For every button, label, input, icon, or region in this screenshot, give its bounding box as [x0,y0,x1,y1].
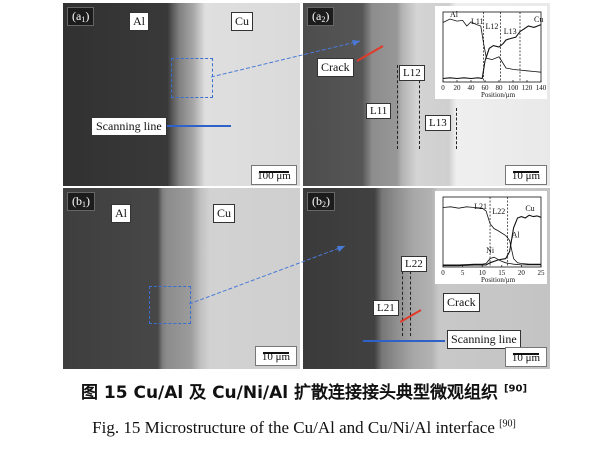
series-line-al [442,206,541,265]
label-cu-b1: Cu [213,204,236,223]
label-scanning-line: Scanning line [91,117,167,136]
panel-a1-micrograph: (a1) Al Cu Scanning line 100 μm [63,3,300,186]
scale-bar-a1: 100 μm [251,165,297,185]
x-tick-label: 0 [441,269,445,277]
layer-line-3 [456,108,457,149]
plot-frame [442,196,542,268]
x-tick-label: 60 [482,84,490,92]
x-tick-label: 10 [479,269,487,277]
label-l21: L21 [373,300,399,316]
series-line-cu [443,214,542,267]
x-tick-label: 40 [468,84,476,92]
x-axis-label: Position/μm [481,91,516,99]
region-label-l22: L22 [492,207,505,216]
crack-arrow [356,45,384,62]
x-tick-label: 25 [538,269,546,277]
x-tick-label: 20 [454,84,462,92]
series-line-cu [442,24,542,80]
label-crack-b2: Crack [443,293,480,312]
zoom-box-b1 [149,286,191,324]
zoom-box [171,58,213,98]
label-cu: Cu [231,12,254,31]
x-axis-label: Position/μm [481,276,516,284]
label-scanning-line-b2: Scanning line [447,330,521,349]
series-label-cu: Cu [534,15,543,24]
scanning-line [151,125,231,127]
region-label-l13: L13 [504,27,517,36]
x-tick-label: 140 [536,84,547,92]
x-tick-label: 15 [498,269,506,277]
panel-b2-micrograph: (b2) L22 L21 Crack Scanning line 10 μm L… [303,188,550,369]
label-l12: L12 [399,65,425,81]
x-tick-label: 5 [461,269,465,277]
scale-bar-b1: 10 μm [255,346,297,366]
region-label-l12: L12 [486,22,499,31]
x-tick-label: 120 [522,84,533,92]
label-al: Al [129,12,149,31]
figure-15: (a1) Al Cu Scanning line 100 μm (a2) Cra… [63,3,550,369]
label-crack-a2: Crack [317,58,354,77]
label-l11: L11 [366,103,392,119]
series-line-ni [443,256,541,266]
panel-label-b2: (b2) [307,192,335,211]
plot-frame [442,11,542,83]
label-al-b1: Al [111,204,131,223]
x-tick-label: 80 [496,84,504,92]
series-label-al: Al [512,231,521,240]
panel-label-a2: (a2) [307,7,335,26]
label-l13: L13 [425,115,451,131]
layer-line-2 [419,65,420,149]
series-label-al: Al [450,10,459,19]
layer-line-b2-1 [402,266,403,336]
scale-bar-a2: 10 μm [505,165,547,185]
caption-english: Fig. 15 Microstructure of the Cu/Al and … [92,418,516,437]
x-tick-label: 20 [518,269,526,277]
layer-line-1 [397,65,398,149]
series-label-cu: Cu [525,204,534,213]
region-label-l21: L21 [474,202,487,211]
panel-label-a1: (a1) [67,7,95,26]
region-label-l11: L11 [471,17,484,26]
panel-b1-micrograph: (b1) Al Cu 10 μm [63,188,300,369]
x-tick-label: 0 [441,84,445,92]
x-tick-label: 100 [508,84,519,92]
panel-label-b1: (b1) [67,192,95,211]
label-l22: L22 [401,256,427,272]
caption-chinese: 图 15 Cu/Al 及 Cu/Ni/Al 扩散连接接头典型微观组织 [90] [80,383,528,403]
scanning-line-b2 [363,340,445,342]
layer-line-b2-2 [410,266,411,336]
scale-bar-b2: 10 μm [505,347,547,367]
series-line-al [442,18,542,73]
series-label-ni: Ni [486,246,495,255]
